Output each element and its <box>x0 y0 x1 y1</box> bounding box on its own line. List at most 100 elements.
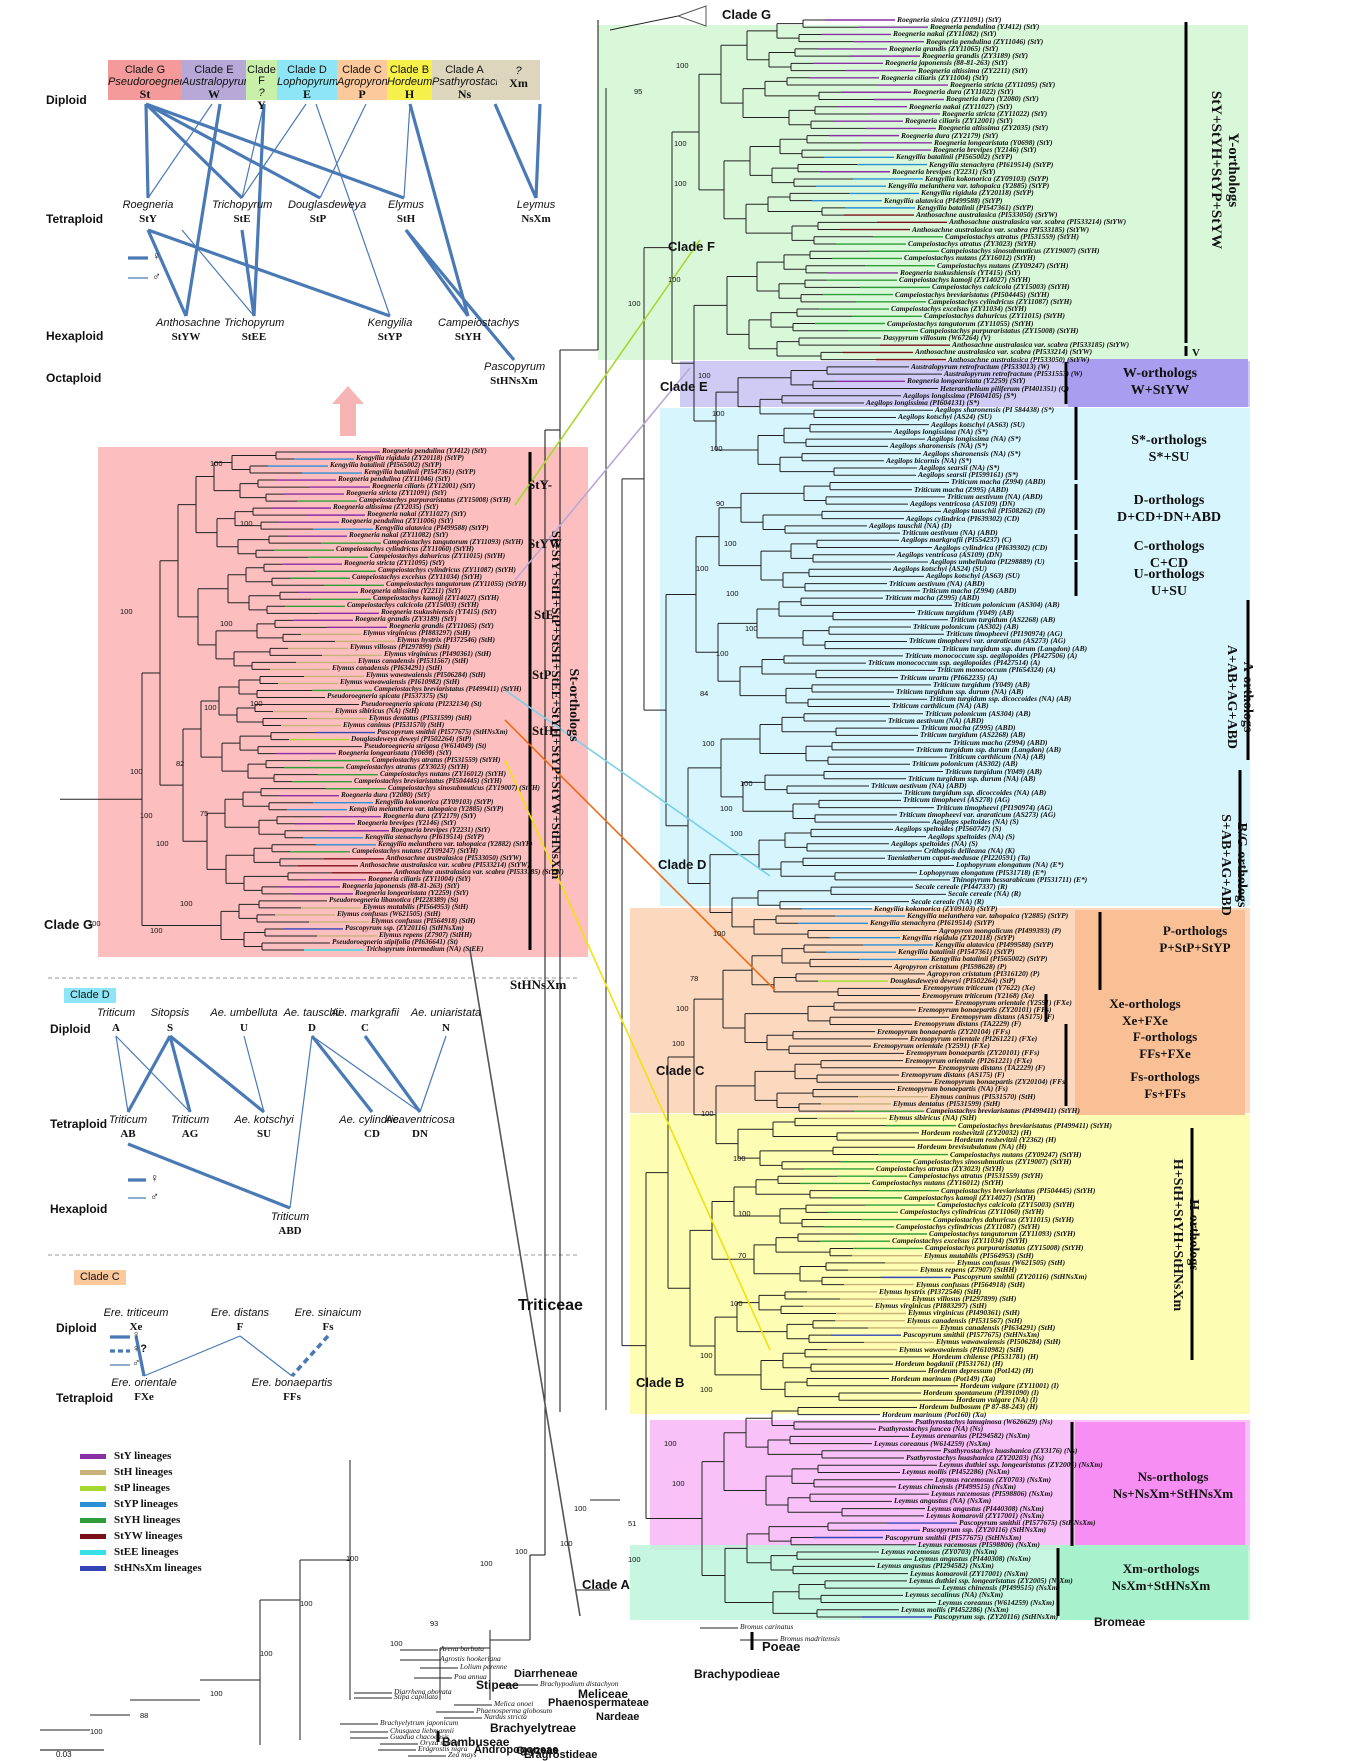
bootstrap-value: 100 <box>716 649 729 658</box>
taxon-label-right: Lophopyrum elongatum (NA) (E*) <box>956 860 1064 870</box>
taxon-label-right: Triticum aestivum (NA) (ABD) <box>902 528 998 538</box>
c-tetraploid-genome: FFs <box>283 1391 301 1403</box>
polyploid-genus: Roegneria <box>122 199 174 211</box>
reticulation-edge-maternal <box>144 103 150 199</box>
bootstrap-value: 100 <box>574 1504 587 1513</box>
genome-box-genome: Ns <box>457 87 472 101</box>
taxon-label-right: Kengyilia rigidula (ZY20118) (StYP) <box>902 932 1015 942</box>
bootstrap-value: 100 <box>733 1154 746 1163</box>
taxon-label-left: Kengyilia melanthera var. tahopaica (Y28… <box>349 804 504 813</box>
taxon-label-left: Campeiostachys tangutorum (ZY11093) (StY… <box>383 538 524 547</box>
taxon-label-right: Hordeum roshevitzii (ZY20032) (H) <box>921 1127 1032 1137</box>
taxon-label-right: Leymus komarovii (ZY17001) (NsXm) <box>926 1510 1045 1520</box>
taxon-label-left: Kengyilia stenachyra (PI619514) (StYP) <box>365 832 485 841</box>
genome-box-clade: Clade F <box>247 64 276 87</box>
taxon-label-right: Campeiostachys atratus (PI531559) (StYH) <box>945 231 1079 241</box>
taxon-label-left: Campeiostachys nutans (ZY09247) (StYH) <box>352 846 478 855</box>
tribe-andropogoneae: Andropogoneae <box>474 1744 559 1756</box>
bootstrap-value: 88 <box>140 1711 149 1720</box>
outgroup-taxon: Oryza sativa <box>420 1738 459 1747</box>
taxon-label-right: Leymus racemosus (PI598806) (NsXm) <box>931 1489 1053 1499</box>
taxon-label-right: Aegilops kotschyi (AS63) (SU) <box>931 419 1025 429</box>
taxon-label-right: Eremopyrum bonaepartis (ZY20104) (FFs) <box>877 1026 1011 1036</box>
bootstrap-value: 100 <box>140 811 153 820</box>
genome-box-genus: ? <box>258 87 265 99</box>
bootstrap-value: 100 <box>730 829 743 838</box>
taxon-label-right: Eremopyrum orientale (Y2591) (FXe) <box>873 1041 990 1051</box>
outgroup-taxon: Avena barbata <box>440 1644 484 1653</box>
taxon-label-right: Triticum macha (Z994) (ABD) <box>953 737 1048 747</box>
taxon-label-left: Anthosachne australasica var. scabra (PI… <box>360 860 530 869</box>
legend-item: StEE lineages <box>80 1546 178 1560</box>
taxon-label-right: Psathyrostachys huashanica (ZY20203) (Ns… <box>906 1453 1045 1463</box>
taxon-label-right: Roegneria ciliaris (ZY12001) (StY) <box>905 116 1013 126</box>
taxon-label-right: Triticum monococcum (PI654324) (A) <box>937 665 1056 675</box>
taxon-label-right: Roegneria brevipes (Y2231) (StY) <box>892 166 996 176</box>
taxon-label-right: Kengyilia kokonorica (ZY09103) (StYP) <box>925 173 1049 183</box>
taxon-label-left: Anthosachne australasica (PI533050) (StY… <box>386 853 522 862</box>
d-tetraploid-genome: CD <box>364 1128 380 1140</box>
bootstrap-value: 100 <box>740 779 753 788</box>
legend-label: StP lineages <box>114 1482 170 1494</box>
taxon-label-right: Leymus secalinus (NA) (NsXm) <box>905 1590 1004 1600</box>
legend-label: StYP lineages <box>114 1498 178 1510</box>
genome-box-genus: Lophopyrum <box>277 76 339 88</box>
ploidy-diploid-c: Diploid <box>56 1321 97 1335</box>
taxon-label-left: Campeiostachys purpuraristatus (ZY15008)… <box>359 496 511 505</box>
d-diploid-genome: S <box>166 1022 174 1034</box>
female-symbol-c: ♀ <box>132 1329 141 1341</box>
bootstrap-value: 100 <box>240 519 253 528</box>
genome-box-genome: Y <box>257 98 266 112</box>
taxon-label-left: Roegneria ciliaris (ZY11004) (StY) <box>368 874 471 883</box>
c-diploid-genus: Ere. distans <box>210 1307 270 1319</box>
taxon-label-left: Campeiostachys cylindricus (ZY11087) (St… <box>378 566 516 575</box>
taxon-label-left: Campeiostachys sinosubmuticus (ZY19007) … <box>388 783 540 792</box>
taxon-label-left: Elymus wawawaiensis (PI506284) (StH) <box>366 671 486 680</box>
polyploid-genus: Kengyilia <box>367 317 413 329</box>
taxon-label-right: Hordeum bogdanii (PI531761) (H) <box>895 1359 1004 1369</box>
outgroup-taxon: Lolium perenne <box>460 1662 508 1671</box>
taxon-label-left: Roegneria nakai (ZY11082) (StY) <box>349 531 449 540</box>
legend-item: StP lineages <box>80 1482 170 1496</box>
bootstrap-value: 100 <box>672 1479 685 1488</box>
ploidy-tetraploid: Tetraploid <box>46 212 104 226</box>
outgroup-taxon: Diarrhena obovata <box>394 1687 452 1696</box>
taxon-label-left: Roegneria altissima (ZY2035) (StY) <box>333 503 439 512</box>
taxon-label-right: Campeiostachys breviaristatus (PI504445)… <box>895 289 1050 299</box>
ploidy-octaploid: Octaploid <box>46 371 102 385</box>
taxon-label-right: Leymus angustus (PI440308) (NsXm) <box>914 1554 1031 1564</box>
male-symbol: ♂ <box>152 269 161 283</box>
taxon-label-right: Hordeum marinum (Pot149) (Xa) <box>891 1373 996 1383</box>
taxon-label-right: Kengyilia alatavica (PI499588) (StYP) <box>884 195 1003 205</box>
taxon-label-right: Pascopyrum smithii (PI577675) (StHNsXm) <box>959 1518 1096 1528</box>
taxon-label-left: Roegneria grandis (ZY3189) (StY) <box>355 615 457 624</box>
taxon-label-right: Aegilops tauschii (PI508262) (D) <box>943 506 1046 516</box>
taxon-label-right: Aegilops sharonensis (NA) (S*) <box>923 448 1021 458</box>
c-diploid-genus: Ere. triticeum <box>103 1307 169 1319</box>
tribe-brachyelytreae: Brachyelytreae <box>490 1721 577 1735</box>
taxon-label-right: Campeiostachys cylindricus (ZY11087) (St… <box>896 1221 1040 1231</box>
taxon-label-right: Triticum carthlicum (NA) (AB) <box>892 701 989 711</box>
taxon-label-right: Aegilops longissima (NA) (S*) <box>894 426 988 436</box>
taxon-label-right: Triticum polonicum (AS302) (AB) <box>913 622 1019 631</box>
taxon-label-right: Agropyron cristatum (PI598628) (P) <box>894 961 1007 971</box>
ortholog-title: Y-orthologs <box>1225 132 1241 208</box>
d-tetraploid-genome: SU <box>256 1128 272 1140</box>
taxon-label-right: Leymus racemosus (ZY0703) (NsXm) <box>881 1546 998 1556</box>
taxon-label-left: Campeiostachys calcicola (ZY15003) (StYH… <box>347 601 479 610</box>
taxon-label-right: Elymus wawawaiensis (PI506284) (StH) <box>936 1337 1061 1347</box>
bootstrap-value: 100 <box>628 1555 641 1564</box>
d-tetraploid-genus: Ae. cylindrica <box>339 1114 405 1126</box>
taxon-label-left: Roegneria nakai (ZY11027) (StY) <box>367 510 467 519</box>
d-diploid-genus: Ae. tauschii <box>283 1007 341 1019</box>
d-tetraploid-genus: Ae. kotschyi <box>234 1114 294 1126</box>
d-tetraploid-genus: Ae. ventricosa <box>385 1114 455 1126</box>
cross-link-line <box>504 719 776 991</box>
taxon-label-right: Aegilops speltoides (NA) (S) <box>928 831 1015 841</box>
d-tetraploid-genome: DN <box>412 1128 428 1140</box>
taxon-label-right: Hordeum bulbosum (P 87-88-243) (H) <box>919 1402 1038 1412</box>
genome-box-genus: Psathyrostachys <box>432 76 513 88</box>
taxon-label-right: Triticum aestivum (NA) (ABD) <box>947 491 1043 501</box>
genome-box-genome: St <box>139 87 151 101</box>
